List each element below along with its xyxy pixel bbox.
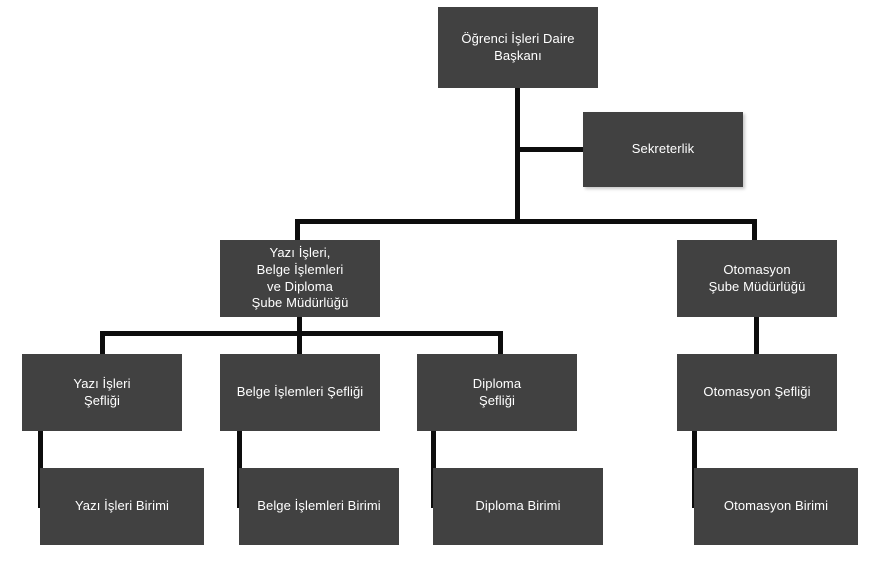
node-label: Yazı İşleri Birimi [74,498,169,514]
node-label: Öğrenci İşleri Daire Başkanı [461,30,575,63]
connector-root-trunk [515,88,520,224]
connector-drop-sube-yazi [295,219,300,241]
node-otomasyon-sefligi[interactable]: Otomasyon Şefliği [677,354,837,431]
node-otomasyon-birimi[interactable]: Otomasyon Birimi [694,468,858,545]
node-diploma-sefligi[interactable]: Diploma Şefliği [417,354,577,431]
node-label: Diploma Birimi [475,498,561,514]
node-label: Belge İşlemleri Birimi [257,498,381,514]
node-diploma-birimi[interactable]: Diploma Birimi [433,468,603,545]
connector-root-to-sekreterlik [515,147,585,152]
node-belge-islemleri-birimi[interactable]: Belge İşlemleri Birimi [239,468,399,545]
connector-level3-bus [100,331,503,336]
node-yazi-isleri-sefligi[interactable]: Yazı İşleri Şefliği [22,354,182,431]
node-label: Belge İşlemleri Şefliği [236,384,364,400]
node-label: Otomasyon Şefliği [703,384,811,400]
node-label: Diploma Şefliği [472,375,522,408]
node-label: Sekreterlik [631,141,695,157]
node-label: Yazı İşleri Şefliği [73,375,131,408]
node-ogrenci-isleri-daire-baskani[interactable]: Öğrenci İşleri Daire Başkanı [438,7,598,88]
node-sekreterlik[interactable]: Sekreterlik [583,112,743,187]
connector-level2-bus [295,219,757,224]
node-label: Otomasyon Birimi [723,498,829,514]
node-label: Otomasyon Şube Müdürlüğü [708,261,806,294]
connector-drop-seflik-yazi [100,331,105,355]
connector-drop-seflik-diploma [498,331,503,355]
node-belge-islemleri-sefligi[interactable]: Belge İşlemleri Şefliği [220,354,380,431]
node-otomasyon-sube-mudurlugu[interactable]: Otomasyon Şube Müdürlüğü [677,240,837,317]
connector-sube-otomasyon-to-seflik [754,316,759,355]
node-yazi-isleri-birimi[interactable]: Yazı İşleri Birimi [40,468,204,545]
node-yazi-isleri-belge-islemleri-ve-diploma-sube-mudurlugu[interactable]: Yazı İşleri, Belge İşlemleri ve Diploma … [220,240,380,317]
node-label: Yazı İşleri, Belge İşlemleri ve Diploma … [251,244,349,311]
connector-drop-sube-otomasyon [752,219,757,241]
